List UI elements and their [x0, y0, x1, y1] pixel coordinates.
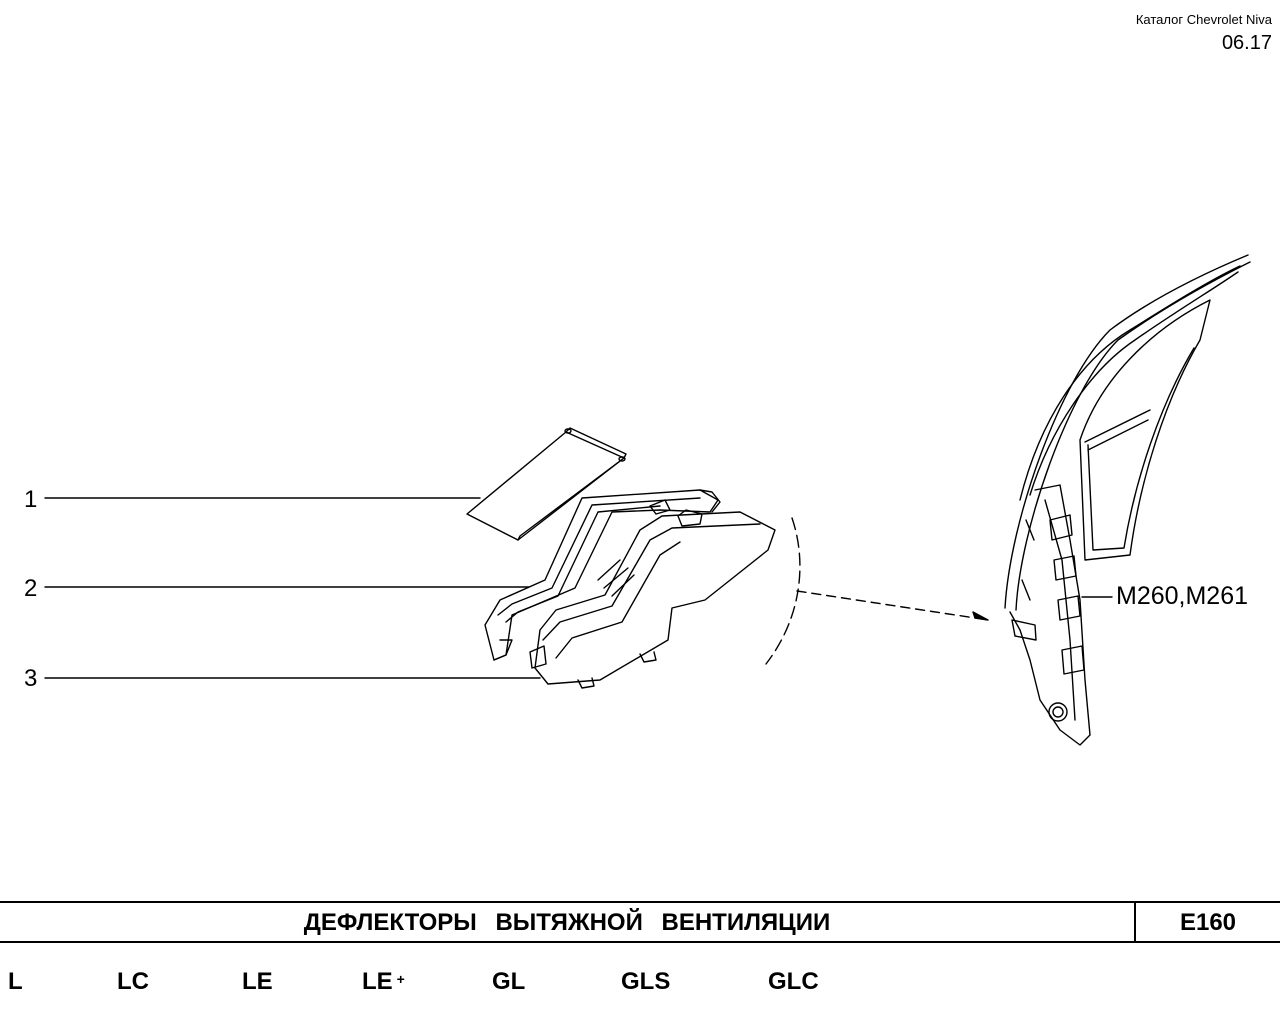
- trim-l: L: [8, 968, 23, 995]
- part-2-deflector-frame: [484, 489, 721, 661]
- part-1-filter-pad: [466, 427, 627, 541]
- section-code: E160: [1179, 909, 1237, 936]
- part-3-deflector-housing: [529, 509, 776, 689]
- callout-2: 2: [24, 575, 38, 602]
- section-title: ДЕФЛЕКТОРЫ ВЫТЯЖНОЙ ВЕНТИЛЯЦИИ: [303, 909, 831, 936]
- catalog-name: Каталог Chevrolet Niva: [1135, 12, 1272, 27]
- trim-gls: GLS: [621, 968, 671, 995]
- trim-le-plus-label: LE: [362, 968, 393, 995]
- trim-lc: LC: [117, 968, 149, 995]
- view-arc: [765, 517, 801, 665]
- callout-3: 3: [24, 665, 38, 692]
- reference-label: M260,M261: [1116, 582, 1249, 610]
- trim-le: LE: [242, 968, 273, 995]
- title-bar: ДЕФЛЕКТОРЫ ВЫТЯЖНОЙ ВЕНТИЛЯЦИИ E160: [0, 901, 1280, 943]
- catalog-date: 06.17: [1221, 32, 1272, 54]
- callout-1: 1: [24, 486, 38, 513]
- trim-plus-sign: +: [396, 971, 405, 987]
- view-arrow-line: [796, 590, 976, 619]
- title-divider: [1134, 903, 1136, 941]
- parts-drawing: [44, 254, 1251, 746]
- view-arrowhead: [972, 611, 989, 621]
- trim-gl: GL: [492, 968, 526, 995]
- trim-glc: GLC: [768, 968, 819, 995]
- trim-levels: L LC LE LE+ GL GLS GLC: [0, 968, 1280, 1002]
- vehicle-body-panel: [1004, 254, 1251, 746]
- trim-le-plus: LE+: [362, 968, 405, 996]
